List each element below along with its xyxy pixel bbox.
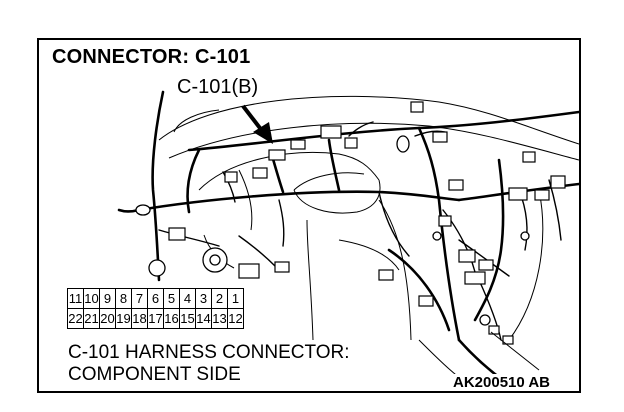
pin-cell: 21	[83, 308, 100, 329]
pin-cell: 5	[163, 288, 180, 309]
harness-main-loom	[117, 90, 579, 391]
pin-cell: 2	[211, 288, 228, 309]
pin-cell: 7	[131, 288, 148, 309]
dashboard-outline	[158, 95, 579, 391]
wiring-harness-illustration	[117, 90, 579, 391]
pin-cell: 8	[115, 288, 132, 309]
pin-cell: 19	[115, 308, 132, 329]
pointer-arrow	[241, 104, 273, 144]
pin-cell: 17	[147, 308, 164, 329]
pin-cell: 16	[163, 308, 180, 329]
pin-cell: 10	[83, 288, 100, 309]
pin-cell: 1	[227, 288, 244, 309]
pin-cell: 15	[179, 308, 196, 329]
caption-line-2: COMPONENT SIDE	[68, 364, 241, 385]
connector-blocks	[168, 101, 566, 345]
pin-cell: 4	[179, 288, 196, 309]
pin-cell: 13	[211, 308, 228, 329]
connector-caption: C-101 HARNESS CONNECTOR: COMPONENT SIDE	[65, 342, 353, 386]
pin-cell: 14	[195, 308, 212, 329]
connector-callout-label: C-101(B)	[175, 76, 261, 99]
pin-cell: 18	[131, 308, 148, 329]
grommets-and-clips	[135, 135, 530, 326]
pin-cell: 12	[227, 308, 244, 329]
pin-cell: 6	[147, 288, 164, 309]
pin-cell: 9	[99, 288, 116, 309]
figure-code: AK200510 AB	[451, 374, 552, 391]
pin-cell: 22	[67, 308, 84, 329]
connector-title: CONNECTOR: C-101	[49, 46, 254, 69]
pin-cell: 20	[99, 308, 116, 329]
figure-code-leader	[490, 331, 540, 371]
pin-cell: 11	[67, 288, 84, 309]
pin-cell: 3	[195, 288, 212, 309]
caption-line-1: C-101 HARNESS CONNECTOR:	[68, 342, 350, 363]
